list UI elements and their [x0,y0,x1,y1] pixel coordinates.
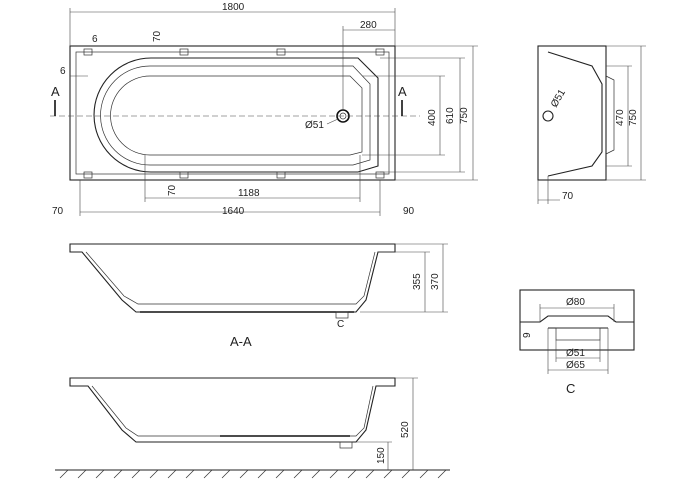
dim-70-top: 70 [152,30,163,42]
dim-6-side: 6 [60,66,66,77]
basin-outline [93,57,379,173]
rim-notches [83,48,385,179]
side-profile [547,51,603,177]
detail-c: Ø80 9 Ø51 Ø65 C [519,289,635,396]
section-detail-c: C [337,319,344,330]
dim-6-top: 6 [92,34,98,45]
detail-dim-51: Ø51 [566,348,585,359]
dim-610: 610 [445,107,456,124]
section-drain [335,311,349,319]
detail-dim-65: Ø65 [566,360,585,371]
dim-90-right: 90 [403,206,415,217]
dim-70-left: 70 [52,206,64,217]
section-title: A-A [230,334,252,349]
installed-outer [69,377,396,443]
dim-750: 750 [459,107,470,124]
side-dim-70: 70 [562,191,574,202]
top-view: A A 1800 280 6 70 6 400 610 750 Ø51 [50,2,478,217]
side-outer [537,45,607,181]
floor-hatch [59,469,447,479]
dim-1800: 1800 [222,2,245,13]
dim-150: 150 [376,447,387,464]
section-label-a-right: A [398,84,407,99]
basin-inner-outline [100,65,371,166]
side-view: 470 750 Ø51 70 [537,45,646,204]
inner-rim [75,51,390,175]
detail-dim-80: Ø80 [566,297,585,308]
basin-bottom [110,75,363,156]
side-drain-hole [542,110,554,122]
dim-355: 355 [412,273,423,290]
dim-1640: 1640 [222,206,245,217]
dim-520: 520 [400,421,411,438]
installed-view: 520 150 [55,377,450,479]
dim-280: 280 [360,20,377,31]
dim-370: 370 [430,273,441,290]
outer-rim [69,45,396,181]
dim-1188: 1188 [238,188,260,199]
detail-title: C [566,381,575,396]
section-outer [69,243,396,313]
dim-70-bottom: 70 [167,184,178,196]
side-dim-470: 470 [615,109,626,126]
section-label-a-left: A [51,84,60,99]
dim-400: 400 [427,109,438,126]
detail-frame [519,289,635,351]
dim-drain-diameter: Ø51 [305,120,324,131]
side-dim-drain: Ø51 [549,87,568,109]
section-a-a: C 355 370 A-A [69,243,448,349]
detail-dim-9: 9 [522,332,533,338]
side-dim-750: 750 [628,109,639,126]
